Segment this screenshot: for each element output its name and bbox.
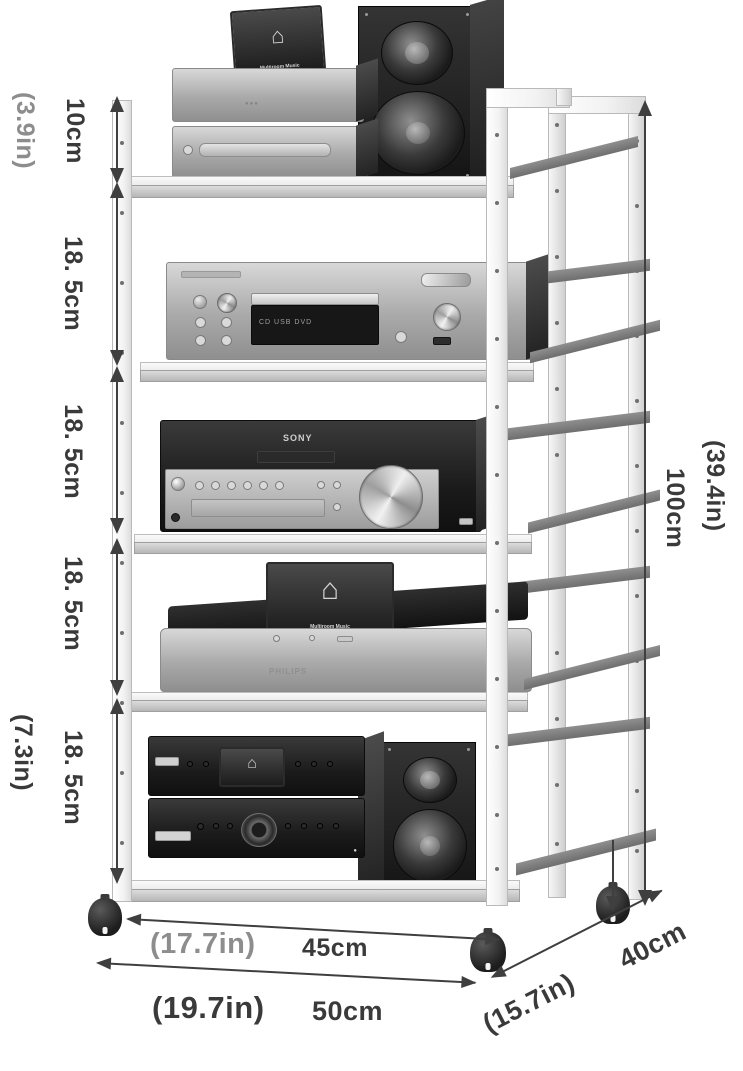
component-display-upper: ⌂: [219, 747, 285, 787]
dim-label-shelf-width-inch: (17.7in): [150, 928, 256, 960]
dim-line-gap-4: [116, 542, 118, 694]
dim-line-gap-5: [116, 702, 118, 882]
tablet-controller: ⌂ Multiroom Music: [229, 4, 327, 78]
speaker-tweeter: [381, 21, 453, 85]
rack-post-rear-left: [548, 96, 566, 898]
dim-arrow-height-top: [638, 100, 652, 116]
dim-arrow-gap-4-bottom: [110, 680, 124, 696]
dim-line-height: [644, 104, 646, 904]
black-av-component-lower: ●: [148, 798, 365, 858]
speaker-woofer: [393, 809, 467, 883]
dim-label-overall-width-inch: (19.7in): [152, 990, 265, 1025]
cd-receiver-side: [526, 254, 548, 360]
volume-knob: [359, 465, 423, 529]
av-receiver: SONY: [160, 420, 482, 532]
dim-label-gap-5-inch: (7.3in): [9, 714, 37, 792]
dim-label-gap-4-cm: 18. 5cm: [59, 556, 87, 652]
dim-line-depth-guide: [612, 840, 614, 904]
dim-line-gap-3: [116, 370, 118, 532]
dim-arrow-gap-1-top: [110, 96, 124, 112]
dim-arrow-gap-3-top: [110, 366, 124, 382]
screen-caption: Multiroom Music: [310, 624, 350, 630]
rack-post-front-right: [486, 96, 508, 906]
dim-line-gap-2: [116, 186, 118, 364]
caster-front-left: [88, 894, 122, 936]
dim-label-overall-width-cm: 50cm: [312, 996, 384, 1026]
dim-label-gap-3-cm: 18. 5cm: [59, 404, 87, 500]
nav-pad: [241, 813, 277, 847]
media-streamer-brand: PHILIPS: [269, 667, 308, 676]
silver-cd-receiver: CD USB DVD: [166, 262, 532, 360]
cd-receiver-display: [251, 305, 379, 345]
dim-label-gap-2-cm: 18. 5cm: [59, 236, 87, 332]
component-brand-lower: ●: [353, 848, 358, 854]
bookshelf-speaker-right: [382, 742, 476, 896]
dim-label-gap-1-cm: 10cm: [61, 98, 89, 164]
dim-arrow-overall-width-right: [461, 976, 477, 989]
dim-arrow-gap-3-bottom: [110, 518, 124, 534]
dim-label-depth-cm: 40cm: [614, 915, 691, 975]
media-box-side: [356, 58, 378, 122]
dim-arrow-overall-width-left: [95, 956, 112, 970]
dim-arrow-gap-5-bottom: [110, 868, 124, 884]
dim-label-gap-5-cm: 18. 5cm: [59, 730, 87, 826]
dim-arrow-shelf-width-left: [125, 912, 142, 926]
slot-loading-disc-player: [172, 126, 364, 178]
home-icon: ⌂: [320, 572, 340, 606]
dim-label-height-cm: 100cm: [661, 468, 689, 549]
dim-arrow-shelf-width-right: [485, 932, 501, 946]
dim-arrow-gap-4-top: [110, 538, 124, 554]
home-icon: ⌂: [247, 755, 257, 773]
dim-label-shelf-width-cm: 45cm: [302, 934, 368, 962]
silver-media-box: ●●●: [172, 68, 364, 122]
home-icon: ⌂: [270, 22, 286, 49]
black-av-component-upper: ⌂: [148, 736, 365, 796]
dim-arrow-gap-2-bottom: [110, 350, 124, 366]
rack-top-rail-side: [556, 88, 572, 106]
cd-receiver-knob: [433, 303, 461, 331]
rack-post-front-left: [112, 100, 132, 902]
speaker-woofer: [371, 91, 465, 175]
speaker-tweeter: [403, 757, 457, 803]
cd-receiver-display-text: CD USB DVD: [259, 319, 313, 326]
dim-line-gap-1: [116, 100, 118, 182]
dim-arrow-gap-2-top: [110, 182, 124, 198]
disc-player-side: [356, 118, 378, 180]
receiver-display: [257, 451, 335, 463]
dim-label-height-inch: (39.4in): [701, 440, 729, 532]
media-streamer-display: ⌂ Multiroom Music: [266, 562, 394, 634]
dim-arrow-gap-5-top: [110, 698, 124, 714]
dim-label-gap-1-inch: (3.9in): [11, 92, 39, 170]
av-receiver-brand: SONY: [283, 433, 313, 443]
dim-arrow-gap-1-bottom: [110, 168, 124, 184]
dim-arrow-depth-guide: [606, 896, 620, 912]
media-box-brand: ●●●: [245, 101, 259, 107]
media-streamer: PHILIPS: [160, 628, 532, 692]
